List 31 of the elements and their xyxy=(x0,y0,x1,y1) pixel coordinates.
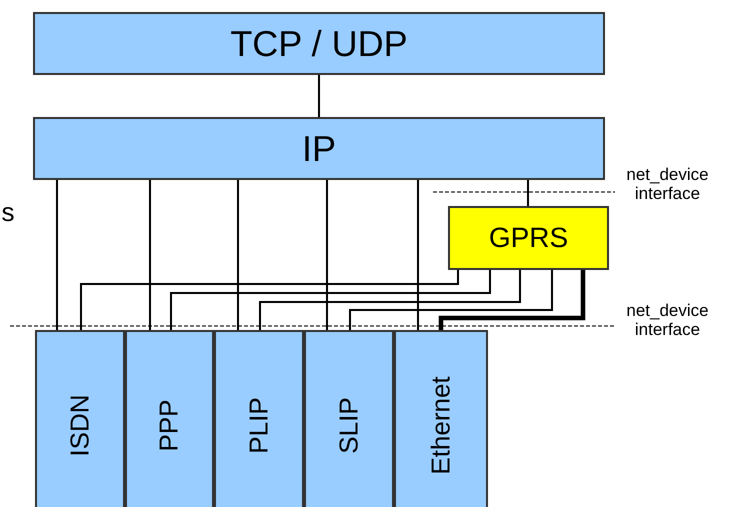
connector-line xyxy=(149,180,151,330)
layer-box xyxy=(33,12,605,75)
interface-label: net_device interface xyxy=(625,302,710,340)
layer-box xyxy=(448,206,609,270)
connector-line xyxy=(417,180,419,330)
layer-box xyxy=(33,117,605,180)
layer-box xyxy=(304,330,394,507)
interface-label: net_device interface xyxy=(625,166,710,204)
connector-line xyxy=(349,270,553,330)
layer-label: SLIP xyxy=(334,396,364,454)
layer-label: PPP xyxy=(154,398,185,452)
text-fragment: s xyxy=(0,198,16,227)
layer-box xyxy=(125,330,214,507)
layer-label: PLIP xyxy=(244,396,274,454)
layer-label: IP xyxy=(302,128,336,170)
layer-label: Ethernet xyxy=(426,376,456,474)
layer-label: ISDN xyxy=(64,394,96,456)
connector-line xyxy=(170,270,491,330)
connector-line xyxy=(80,270,459,330)
connector-line xyxy=(326,180,328,330)
layer-box xyxy=(35,330,125,507)
connector-line xyxy=(56,180,58,330)
connector-line xyxy=(318,75,320,117)
layer-box xyxy=(394,330,488,507)
connector-line xyxy=(438,270,586,330)
layer-label: TCP / UDP xyxy=(230,22,408,64)
connector-line xyxy=(527,180,529,206)
layer-box xyxy=(214,330,304,507)
connector-line xyxy=(237,180,239,330)
layer-label: GPRS xyxy=(488,222,568,254)
connector-line xyxy=(259,270,521,330)
